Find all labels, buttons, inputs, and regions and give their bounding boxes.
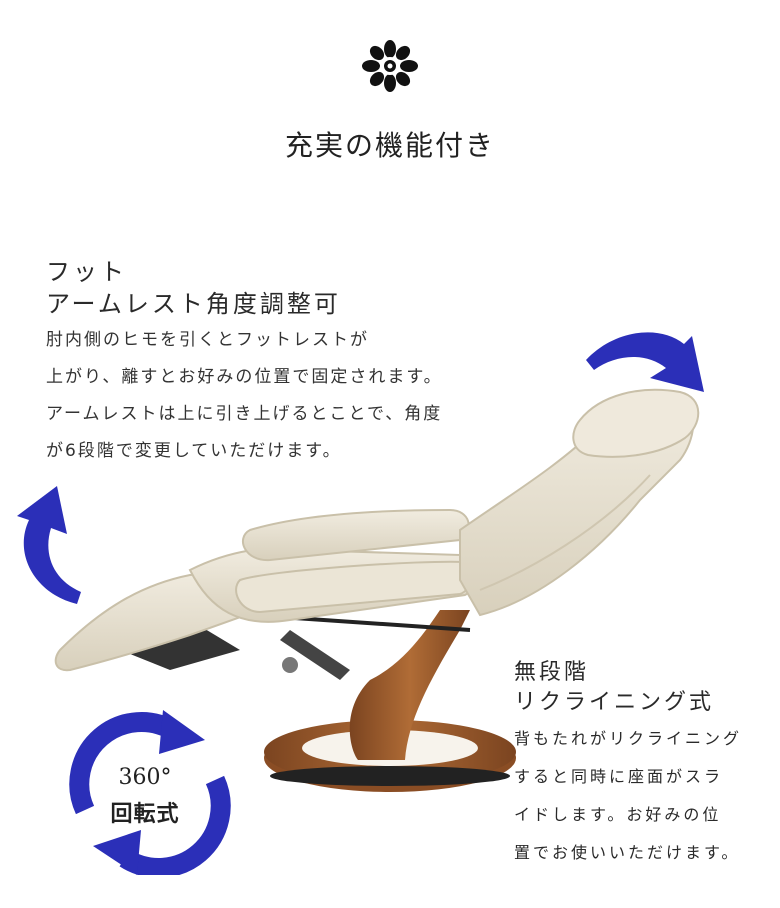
footrest-arrow-icon — [17, 486, 81, 604]
footrest-title-line2: アームレスト角度調整可 — [46, 290, 341, 318]
footrest-line: アームレストは上に引き上げるとことで、角度 — [46, 404, 443, 424]
reclining-description: 背もたれがリクライニング すると同時に座面がスラ イドします。お好みの位 置でお… — [514, 720, 742, 872]
rotation-label-degrees: 360° — [118, 765, 172, 790]
footrest-line: 肘内側のヒモを引くとフットレストが — [46, 330, 369, 350]
footrest-description: 肘内側のヒモを引くとフットレストが 上がり、離すとお好みの位置で固定されます。 … — [46, 322, 443, 470]
section-title: 充実の機能付き — [284, 129, 495, 162]
rotation-label-type: 回転式 — [110, 802, 180, 827]
reclining-line: 置でお使いいただけます。 — [514, 843, 741, 862]
reclining-line: すると同時に座面がスラ — [514, 767, 724, 786]
reclining-title-line2: リクライニング式 — [514, 690, 715, 715]
recline-arrow-icon — [586, 332, 704, 392]
flower-ornament-icon — [362, 40, 418, 92]
footrest-line: が6段階で変更していただけます。 — [46, 441, 342, 461]
reclining-line: イドします。お好みの位 — [514, 805, 722, 824]
recliner-chair-image — [54, 388, 700, 792]
reclining-line: 背もたれがリクライニング — [514, 729, 743, 748]
reclining-title-line1: 無段階 — [514, 660, 590, 685]
footrest-title-line1: フット — [46, 258, 127, 286]
rotation-arrows-icon — [69, 710, 231, 875]
footrest-line: 上がり、離すとお好みの位置で固定されます。 — [46, 367, 443, 387]
